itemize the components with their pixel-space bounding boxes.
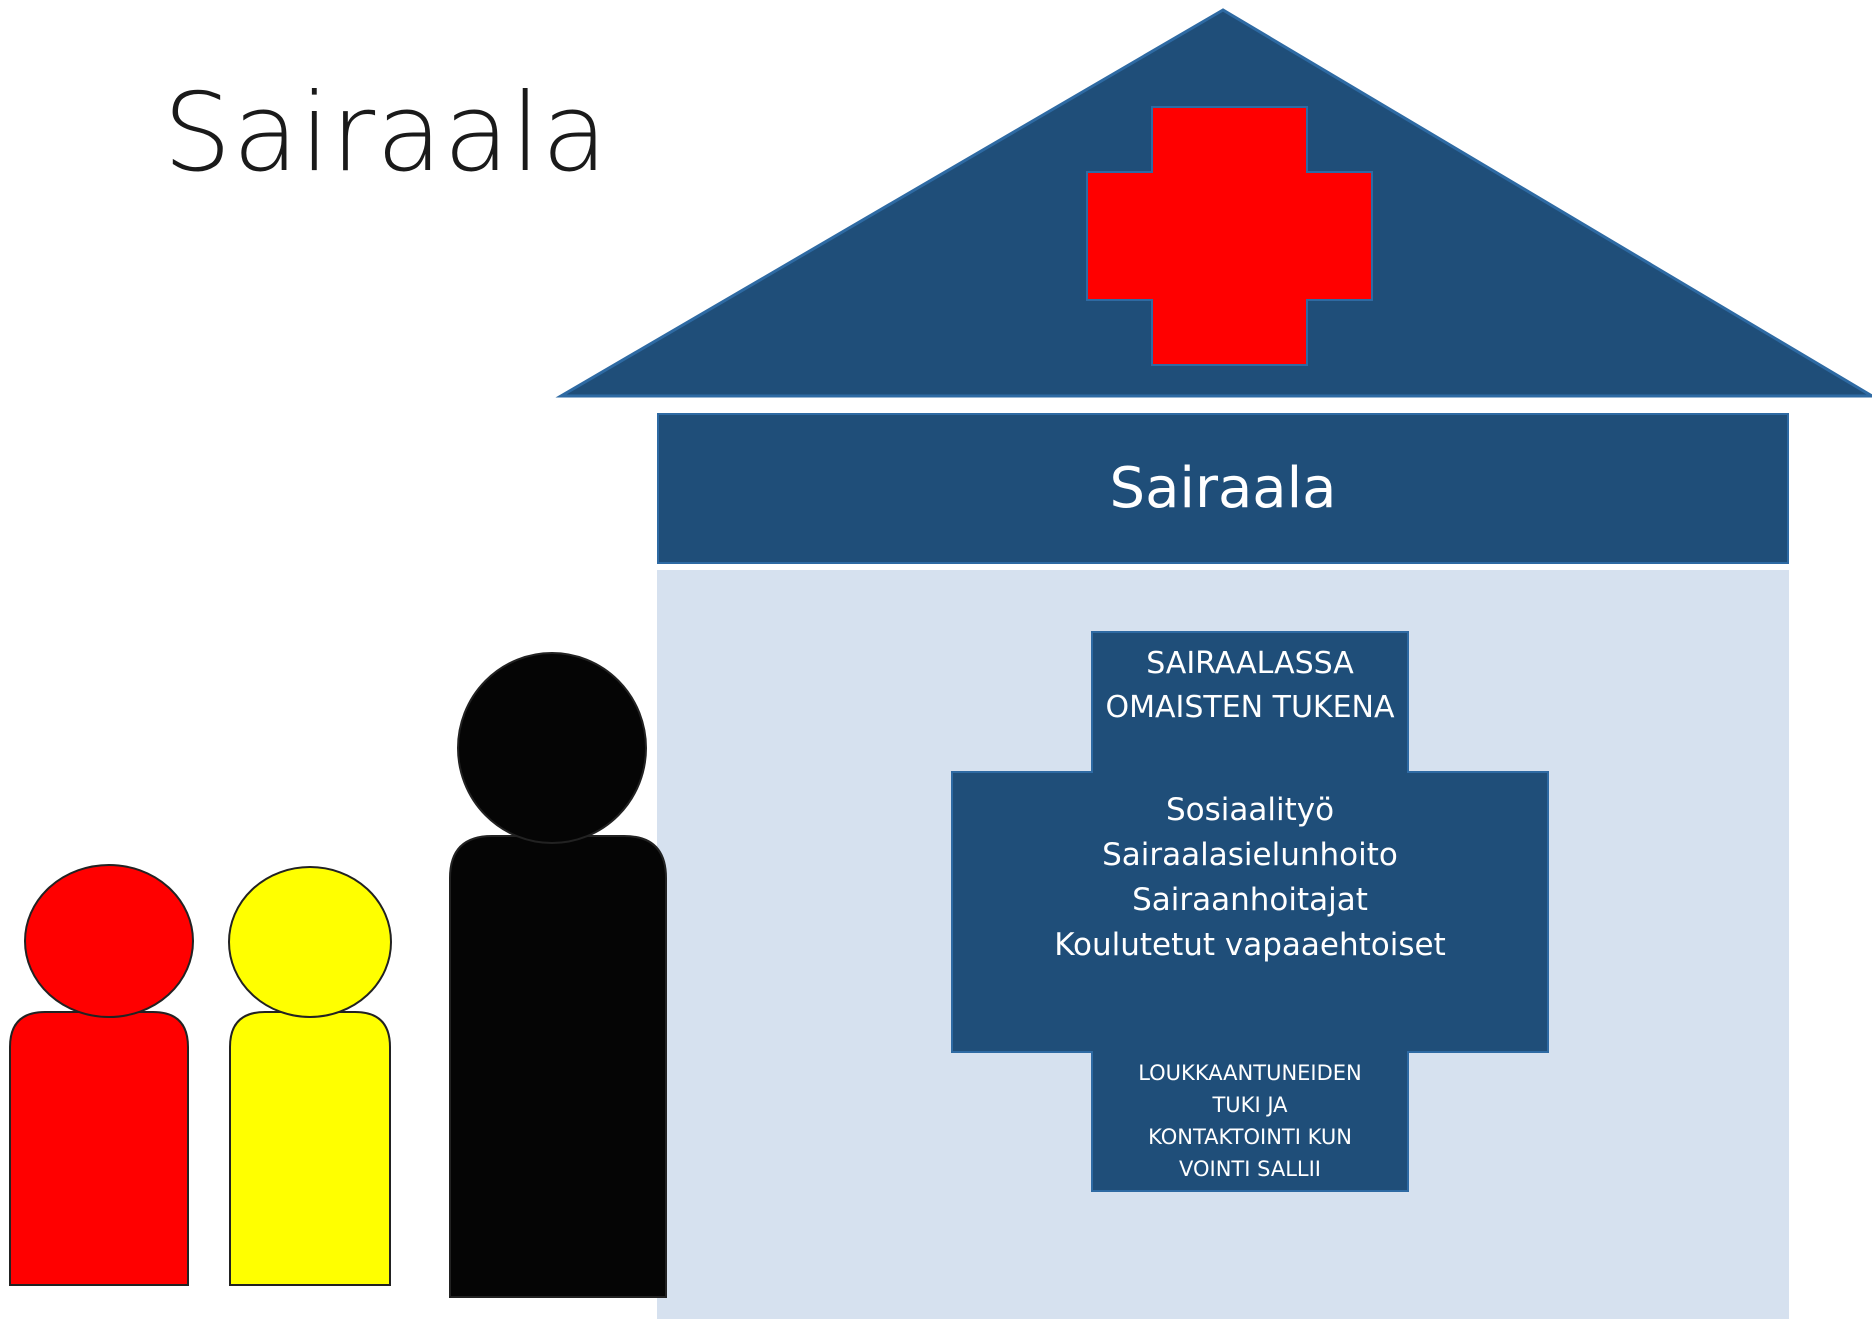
cross-top-text: SAIRAALASSA OMAISTEN TUKENA [1092, 642, 1408, 730]
cross-middle-line: Koulutetut vapaaehtoiset [1054, 927, 1446, 963]
hospital-banner: Sairaala [657, 413, 1789, 564]
person-yellow-icon [228, 866, 392, 1286]
cross-middle-line: Sairaanhoitajat [1132, 882, 1368, 918]
cross-middle-line: Sairaalasielunhoito [1102, 837, 1398, 873]
red-cross-icon [1086, 106, 1373, 366]
person-black-icon [449, 652, 667, 1298]
cross-top-line: SAIRAALASSA [1146, 646, 1354, 681]
cross-top-line: OMAISTEN TUKENA [1105, 690, 1395, 725]
cross-bottom-text: LOUKKAANTUNEIDEN TUKI JA KONTAKTOINTI KU… [1092, 1057, 1408, 1185]
support-cross-shape [951, 631, 1549, 1192]
cross-bottom-line: KONTAKTOINTI KUN [1148, 1125, 1352, 1149]
cross-middle-line: Sosiaalityö [1165, 792, 1335, 828]
banner-label: Sairaala [1109, 456, 1337, 521]
cross-bottom-line: VOINTI SALLII [1179, 1157, 1321, 1181]
slide-title: Sairaala [163, 71, 609, 196]
person-red-icon [9, 864, 194, 1286]
cross-bottom-line: LOUKKAANTUNEIDEN [1138, 1061, 1362, 1085]
cross-bottom-line: TUKI JA [1212, 1093, 1288, 1117]
cross-middle-text: Sosiaalityö Sairaalasielunhoito Sairaanh… [952, 788, 1548, 968]
